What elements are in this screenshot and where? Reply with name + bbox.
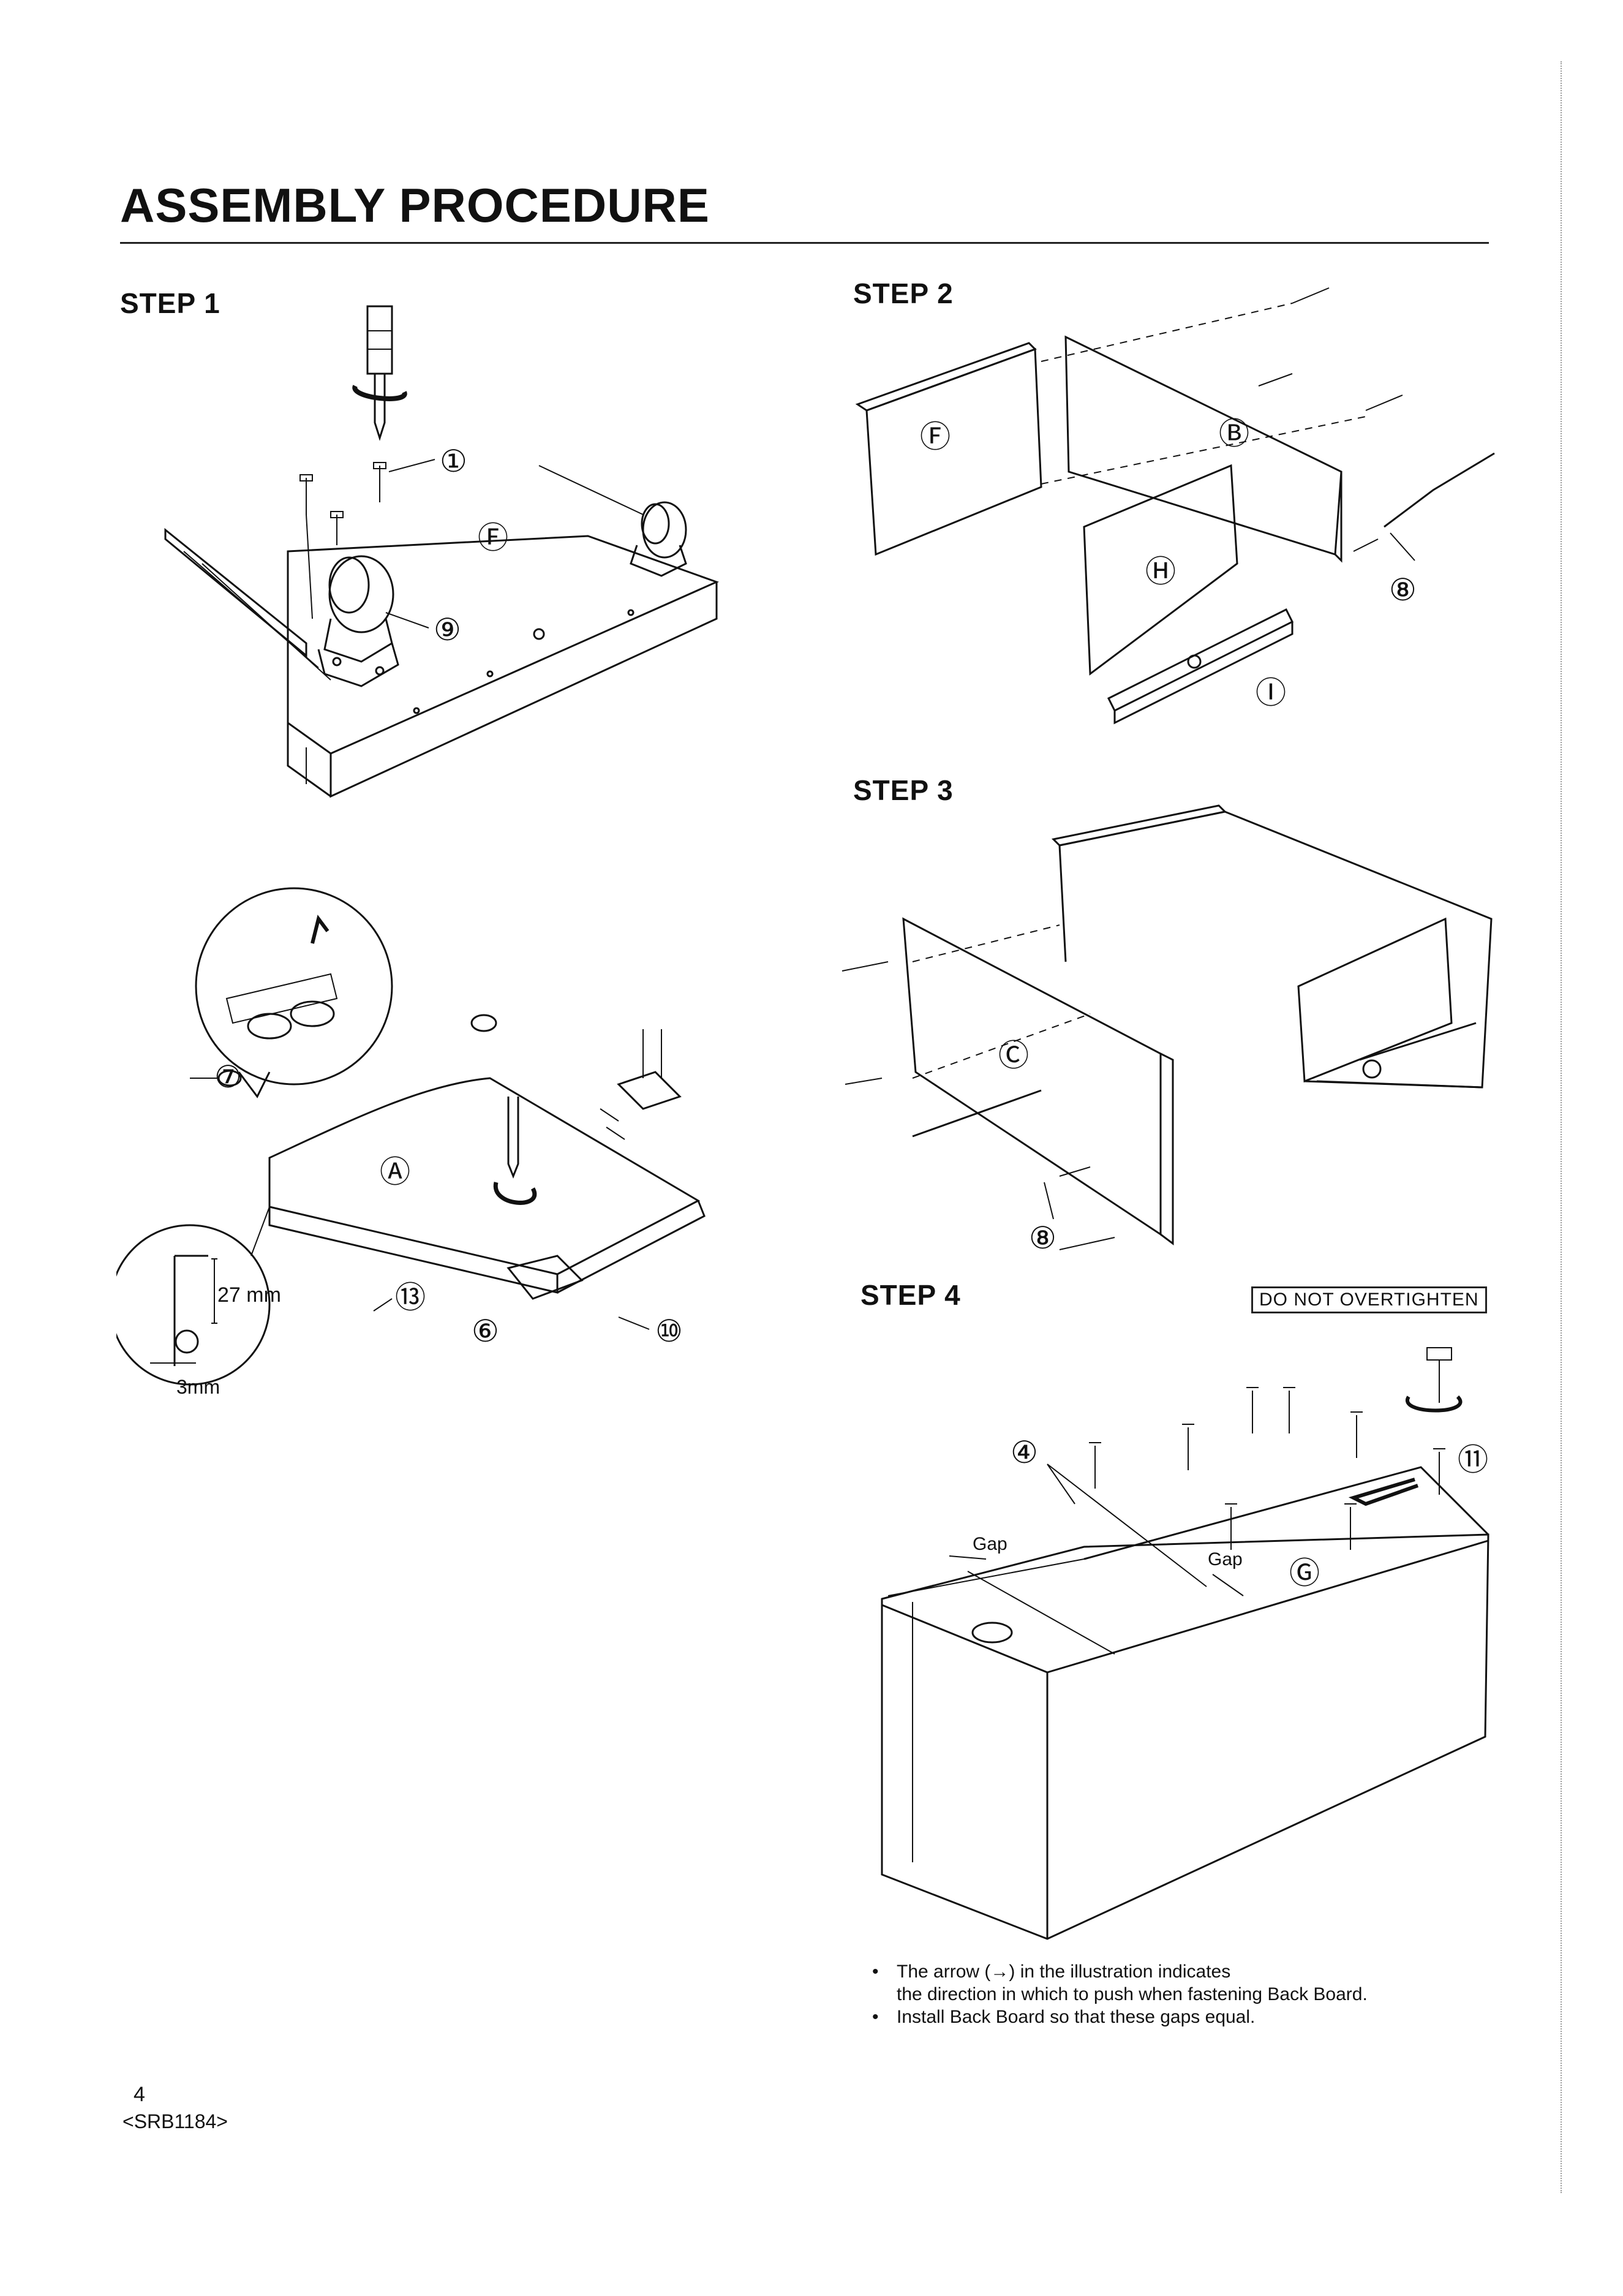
- title-divider: [120, 242, 1489, 244]
- gap-label-right: Gap: [1208, 1549, 1243, 1569]
- overtighten-warning: DO NOT OVERTIGHTEN: [1251, 1286, 1487, 1313]
- callout-board-f: Ⓕ: [478, 521, 508, 555]
- side-board-c-drawing: [902, 917, 1174, 1245]
- callout-board-a: Ⓐ: [380, 1155, 410, 1189]
- hinge-drawing: [506, 1029, 682, 1300]
- callout-line-screw: [388, 459, 435, 472]
- cap-drawing: [190, 1070, 242, 1087]
- callout-line-10: [618, 1316, 650, 1330]
- page-title: ASSEMBLY PROCEDURE: [120, 178, 710, 232]
- callout-board-h: Ⓗ: [1145, 554, 1176, 589]
- callout-board-g: Ⓖ: [1289, 1556, 1320, 1590]
- bottom-board-drawing: [164, 527, 720, 798]
- screws-drawing: [299, 462, 386, 619]
- caster-right-drawing: [538, 465, 687, 577]
- gap-lines: [949, 1555, 1244, 1596]
- callout-screw-8: ⑧: [1389, 573, 1417, 607]
- page-edge-line: [1561, 61, 1562, 2193]
- step1-label: STEP 1: [120, 287, 220, 319]
- step4-notes: The arrow (→) in the illustration indica…: [870, 1960, 1531, 2028]
- dimension-27mm: 27 mm: [217, 1283, 281, 1307]
- screwdriver-drawing: [352, 305, 407, 441]
- page-number: 4: [134, 2083, 145, 2106]
- caster-left-drawing: [317, 555, 399, 687]
- note-item: The arrow (→) in the illustration indica…: [870, 1960, 1531, 2006]
- screws-drawing: [1041, 287, 1495, 552]
- step3-illustration: Ⓒ ⑧: [842, 804, 1493, 1255]
- callout-board-i: Ⓘ: [1256, 676, 1286, 710]
- side-board-b-drawing: [1064, 335, 1342, 563]
- side-board-f-drawing: [855, 342, 1042, 556]
- gap-label-left: Gap: [973, 1534, 1007, 1554]
- callout-hinge-screw-10: ⑩: [655, 1314, 683, 1348]
- step2-label: STEP 2: [853, 278, 954, 309]
- screws-drawing: [842, 924, 1115, 1250]
- step1-hinge-illustration: Ⓐ ⑦ ⑬ ⑥ ⑩ 27 mm 3mm: [116, 887, 706, 1398]
- step4-label: STEP 4: [860, 1279, 961, 1311]
- callout-board-c: Ⓒ: [998, 1038, 1029, 1073]
- callout-bracket-4: ④: [1011, 1435, 1038, 1470]
- cabinet-frame-drawing: [1051, 804, 1493, 1089]
- callout-caster-9: ⑨: [434, 613, 461, 647]
- step1-caster-illustration: ① ⑨ Ⓕ: [164, 305, 720, 798]
- document-code: <SRB1184>: [122, 2110, 228, 2132]
- peel-magnifier-drawing: [195, 887, 497, 1098]
- callout-screw-8: ⑧: [1029, 1221, 1056, 1255]
- callout-cap-7: ⑦: [214, 1060, 242, 1094]
- dimension-magnifier-drawing: [116, 1206, 271, 1386]
- step4-illustration: ④ ⑪ Ⓖ Gap Gap: [881, 1347, 1489, 1940]
- callout-board-f: Ⓕ: [920, 420, 951, 454]
- step2-illustration: Ⓕ Ⓑ Ⓗ Ⓘ ⑧: [855, 287, 1495, 725]
- callout-line-8: [1390, 532, 1415, 561]
- callout-board-b: Ⓑ: [1219, 417, 1249, 451]
- top-board-drawing: [268, 1077, 706, 1294]
- dimension-3mm: 3mm: [176, 1376, 220, 1398]
- callout-screw-1: ①: [440, 444, 467, 478]
- shelf-h-drawing: [1083, 464, 1238, 676]
- callout-screw-13: ⑬: [395, 1280, 426, 1315]
- callout-line-caster: [385, 612, 429, 629]
- callout-screw-11: ⑪: [1458, 1443, 1488, 1477]
- callout-line-13: [373, 1298, 393, 1312]
- screws-drawing: [1089, 1347, 1463, 1550]
- cabinet-drawing: [881, 1466, 1489, 1940]
- note-item: Install Back Board so that these gaps eq…: [870, 2006, 1531, 2028]
- step3-label: STEP 3: [853, 774, 954, 806]
- bottom-piece-i-drawing: [1107, 608, 1294, 725]
- callout-hinge-6: ⑥: [472, 1314, 499, 1348]
- callout-line-8: [1044, 1182, 1054, 1220]
- callout-lines-4: [1047, 1463, 1207, 1587]
